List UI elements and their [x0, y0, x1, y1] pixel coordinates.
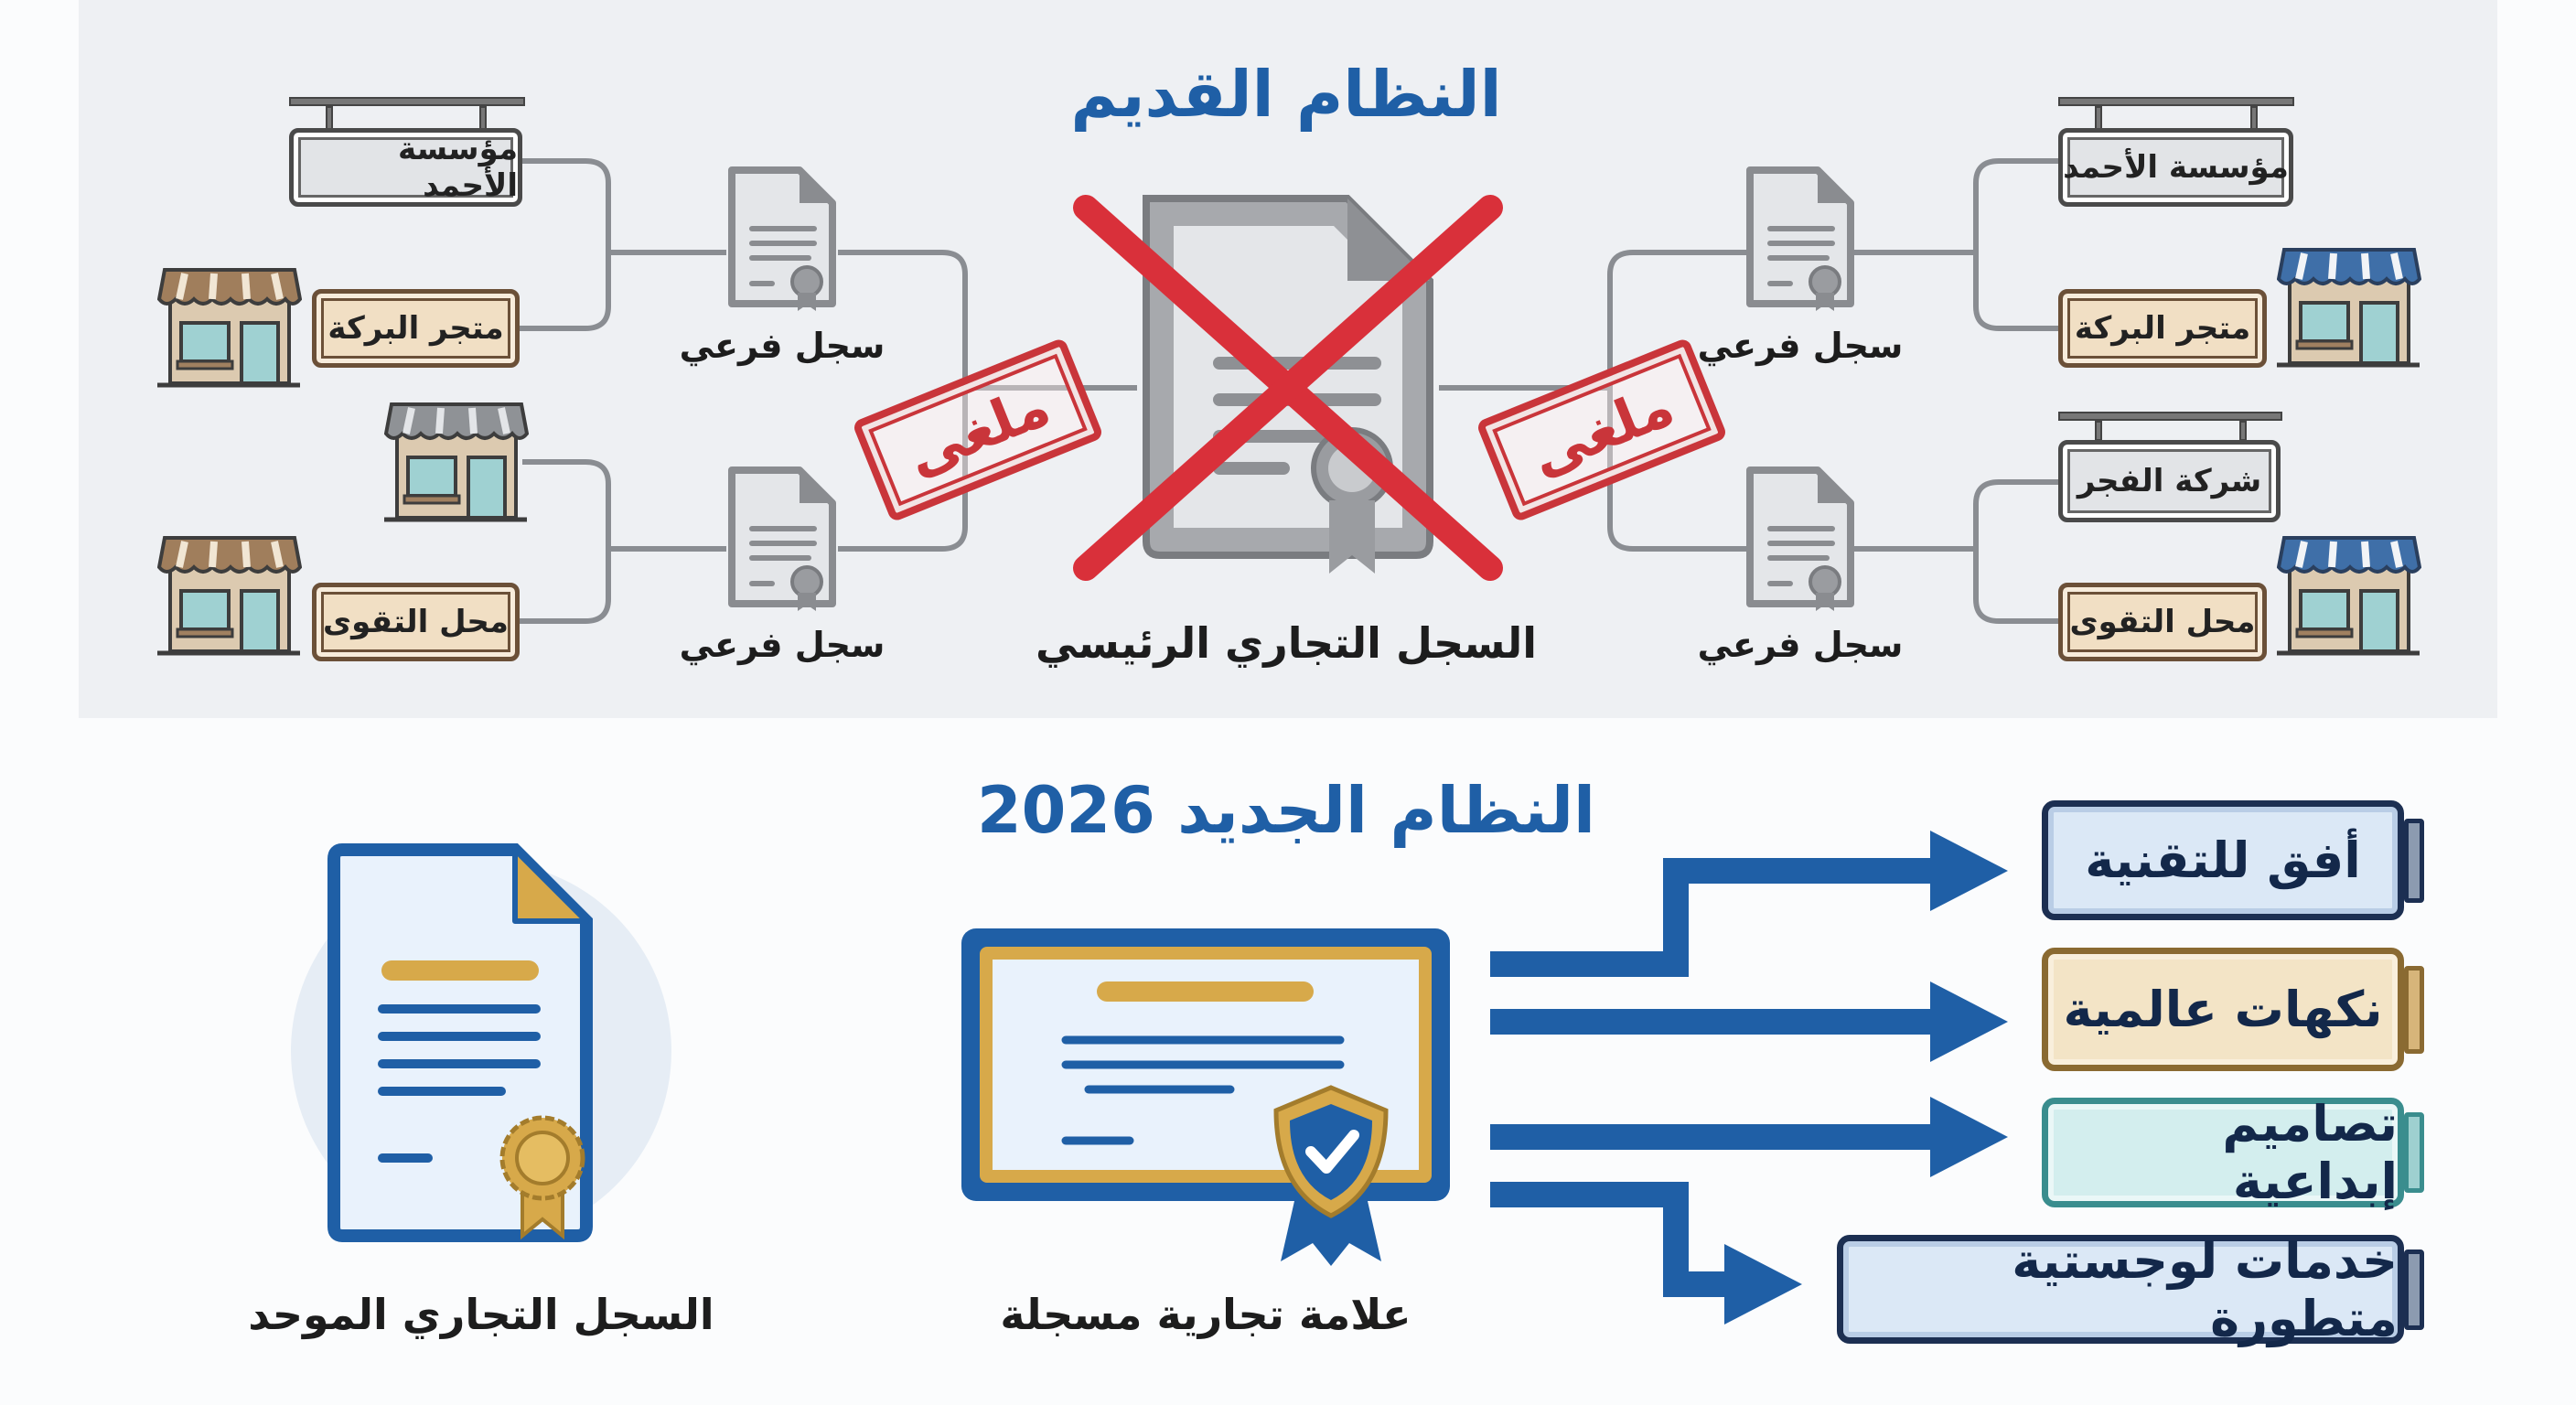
sign-hanger-bar [289, 97, 525, 106]
unified-record-document-icon [291, 843, 671, 1242]
arrowhead-icon [1930, 981, 2008, 1062]
branch-sign: مؤسسة الأحمد [2058, 128, 2293, 207]
sub-record-label: سجل فرعي [1697, 625, 1904, 665]
sub-record-label: سجل فرعي [1697, 326, 1904, 366]
sign-hanger-bar [2058, 412, 2282, 421]
branch-sign: مؤسسة الأحمد [289, 128, 522, 207]
brand-sign-advanced-logistics: خدمات لوجستية متطورة [1837, 1232, 2404, 1347]
sub-record-label: سجل فرعي [679, 625, 886, 665]
store-icon [2277, 536, 2421, 659]
arrow-line [1490, 1182, 1743, 1297]
trademark-label: علامة تجارية مسجلة [1000, 1290, 1411, 1339]
brand-sign-creative-designs: تصاميم إبداعية [2042, 1095, 2404, 1210]
unified-record-label: السجل التجاري الموحد [248, 1290, 714, 1339]
connector [1973, 158, 2058, 331]
registered-trademark-certificate-icon [961, 928, 1450, 1266]
branch-sign: متجر البركة [312, 289, 520, 368]
sign-bracket [2404, 966, 2424, 1054]
sign-bracket [2404, 819, 2424, 903]
connector [520, 459, 611, 624]
arrowhead-icon [1930, 831, 2008, 911]
connector [520, 158, 611, 331]
main-record-label: السجل التجاري الرئيسي [1035, 618, 1538, 668]
branch-sign: متجر البركة [2058, 289, 2267, 368]
sign-hanger-bar [2058, 97, 2294, 106]
store-icon [2277, 248, 2421, 370]
arrow-line [1490, 858, 1948, 977]
branch-sign: محل التقوى [2058, 583, 2267, 661]
new-system-title: النظام الجديد 2026 [976, 773, 1596, 848]
old-system-connectors [520, 158, 2058, 624]
store-icon [384, 402, 529, 525]
brand-sign-global-flavors: نكهات عالمية [2042, 948, 2404, 1071]
cross-out-x-icon [1073, 195, 1503, 581]
branch-sign: محل التقوى [312, 583, 520, 661]
arrowhead-icon [1930, 1097, 2008, 1177]
connector [838, 250, 968, 552]
store-icon [157, 268, 302, 391]
sub-record-label: سجل فرعي [679, 326, 886, 366]
branch-sign: شركة الفجر [2058, 440, 2281, 522]
store-icon [157, 536, 302, 659]
old-system-title: النظام القديم [1070, 57, 1502, 132]
brand-sign-ofoq-tech: أفق للتقنية [2042, 800, 2404, 920]
sign-bracket [2404, 1112, 2424, 1193]
connector [1973, 479, 2058, 624]
sign-bracket [2404, 1249, 2424, 1330]
connector [1607, 250, 1856, 552]
arrowhead-icon [1724, 1244, 1802, 1325]
